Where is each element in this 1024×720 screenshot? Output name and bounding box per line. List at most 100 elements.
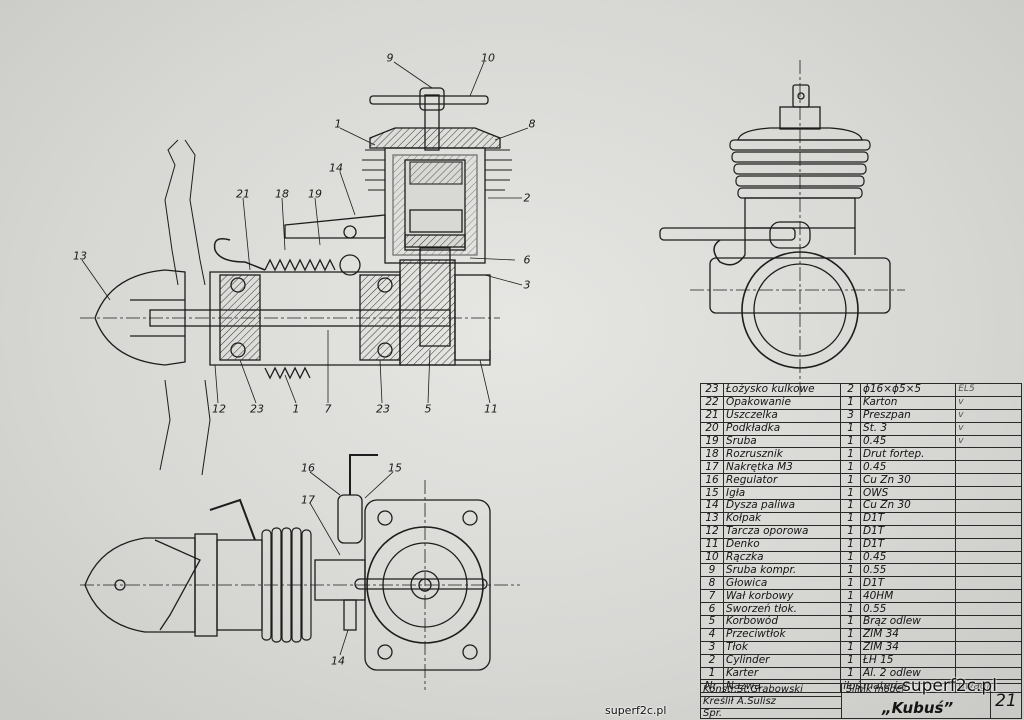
cell-nr: 14 xyxy=(700,499,724,513)
title-block: Konstr. St.Grabowski Kreślił A.Sulisz Sp… xyxy=(700,683,1022,719)
cell-qty: 1 xyxy=(840,653,861,668)
cell-nr: Nr. xyxy=(700,679,724,694)
callout-2: 2 xyxy=(523,191,531,205)
cell-nr: 23 xyxy=(700,383,724,397)
cell-qty: 1 xyxy=(840,434,861,449)
cell-qty: 1 xyxy=(840,486,861,501)
watermark-large: superf2c.pl xyxy=(902,676,997,696)
cell-nr: 17 xyxy=(700,460,724,475)
cell-name: Nakrętka M3 xyxy=(722,460,842,475)
callout-5: 5 xyxy=(424,402,432,416)
cell-name: Rozrusznik xyxy=(722,447,842,462)
cell-remarks xyxy=(955,640,1022,655)
cell-name: Karter xyxy=(722,666,842,681)
cell-nr: 5 xyxy=(700,615,724,629)
cell-remarks: v xyxy=(955,434,1022,449)
cell-remarks xyxy=(955,615,1022,629)
cell-material: D1T xyxy=(859,511,957,526)
drawing-subtitle: Silnik model xyxy=(846,684,905,695)
callout-18: 18 xyxy=(275,187,289,201)
cell-qty: 1 xyxy=(840,627,861,642)
cell-qty: 1 xyxy=(840,447,861,462)
cell-remarks xyxy=(955,602,1022,617)
cell-material: D1T xyxy=(859,537,957,552)
callout-12: 12 xyxy=(212,402,226,416)
callout-17: 17 xyxy=(301,493,315,507)
cell-nr: 20 xyxy=(700,421,724,436)
callout-1-bottom: 1 xyxy=(292,402,300,416)
callout-3: 3 xyxy=(523,278,531,292)
cell-remarks xyxy=(955,447,1022,462)
cell-material: D1T xyxy=(859,524,957,539)
cell-name: Denko xyxy=(722,537,842,552)
cell-qty: 1 xyxy=(840,640,861,655)
constructor-row: Konstr. St.Grabowski xyxy=(701,684,841,697)
cell-material: Cu Zn 30 xyxy=(859,499,957,513)
cell-qty: 1 xyxy=(840,460,861,475)
cell-qty: 1 xyxy=(840,666,861,681)
cell-name: Tarcza oporowa xyxy=(722,524,842,539)
cell-qty: 1 xyxy=(840,602,861,617)
callout-6: 6 xyxy=(523,253,531,267)
cell-nr: 7 xyxy=(700,589,724,604)
cell-remarks xyxy=(955,473,1022,488)
cell-nr: 19 xyxy=(700,434,724,449)
callout-21: 21 xyxy=(236,187,250,201)
cell-nr: 13 xyxy=(700,511,724,526)
callout-15: 15 xyxy=(388,461,402,475)
drawer-row: Kreślił A.Sulisz xyxy=(701,696,841,709)
callout-1-top: 1 xyxy=(334,117,342,131)
cell-material: 0.45 xyxy=(859,434,957,449)
callout-8: 8 xyxy=(528,117,536,131)
cell-name: Podkładka xyxy=(722,421,842,436)
cell-nr: 8 xyxy=(700,576,724,591)
cell-remarks xyxy=(955,460,1022,475)
cell-qty: 1 xyxy=(840,473,861,488)
cell-nr: 1 xyxy=(700,666,724,681)
drawing-title-cell: Silnik model „Kubuś” xyxy=(841,684,992,718)
drawer-name: A.Sulisz xyxy=(737,696,776,707)
cell-material: Karton xyxy=(859,395,957,410)
cell-qty: 1 xyxy=(840,563,861,578)
cell-remarks xyxy=(955,627,1022,642)
checker-row: Spr. xyxy=(703,708,723,719)
cell-name: Dysza paliwa xyxy=(722,499,842,513)
callout-9: 9 xyxy=(386,51,394,65)
cell-remarks xyxy=(955,486,1022,501)
callout-23-right: 23 xyxy=(376,402,390,416)
cell-name: Cylinder xyxy=(722,653,842,668)
cell-name: Przeciwtłok xyxy=(722,627,842,642)
cell-material: OWS xyxy=(859,486,957,501)
cell-nr: 10 xyxy=(700,550,724,565)
cell-material: Drut fortep. xyxy=(859,447,957,462)
cell-material: Preszpan xyxy=(859,408,957,423)
cell-nr: 11 xyxy=(700,537,724,552)
cell-qty: 1 xyxy=(840,511,861,526)
cell-nr: 6 xyxy=(700,602,724,617)
cell-qty: 3 xyxy=(840,408,861,423)
cell-material: ZIM 34 xyxy=(859,640,957,655)
cell-qty: 1 xyxy=(840,524,861,539)
cell-name: Łożysko kulkowe xyxy=(722,383,842,397)
cell-name: Głowica xyxy=(722,576,842,591)
cell-nr: 12 xyxy=(700,524,724,539)
cell-name: Kołpak xyxy=(722,511,842,526)
sheet-number: 21 xyxy=(990,684,1021,718)
cell-qty: 1 xyxy=(840,615,861,629)
cell-remarks: v xyxy=(955,421,1022,436)
cell-qty: 1 xyxy=(840,499,861,513)
cell-nr: 18 xyxy=(700,447,724,462)
cell-name: Uszczelka xyxy=(722,408,842,423)
cell-qty: 1 xyxy=(840,395,861,410)
